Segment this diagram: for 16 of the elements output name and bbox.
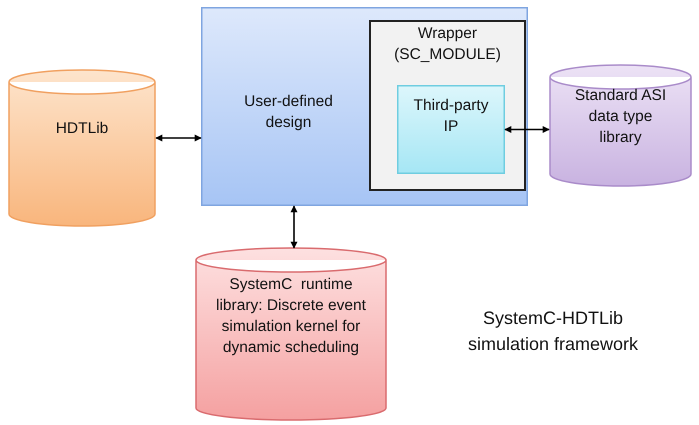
- ip-box: [397, 85, 505, 174]
- double-arrow: [155, 134, 202, 142]
- diagram-caption: SystemC-HDTLib simulation framework: [466, 307, 640, 356]
- node-label: HDTLib: [54, 119, 110, 139]
- node-label: Third-party IP: [412, 96, 490, 137]
- library-cylinder: [8, 70, 156, 226]
- design-box: [201, 7, 528, 206]
- double-arrow: [290, 205, 298, 249]
- node-label: SystemC runtime library: Discrete event simulation kernel for dynamic scheduling: [215, 275, 367, 358]
- node-label: Wrapper (SC_MODULE): [393, 24, 502, 65]
- library-cylinder: [195, 248, 387, 420]
- node-label: User-defined design: [243, 92, 334, 133]
- double-arrow: [504, 126, 550, 133]
- library-cylinder: [549, 65, 692, 186]
- node-label: Standard ASI data type library: [574, 86, 668, 148]
- wrapper-box: [369, 20, 526, 191]
